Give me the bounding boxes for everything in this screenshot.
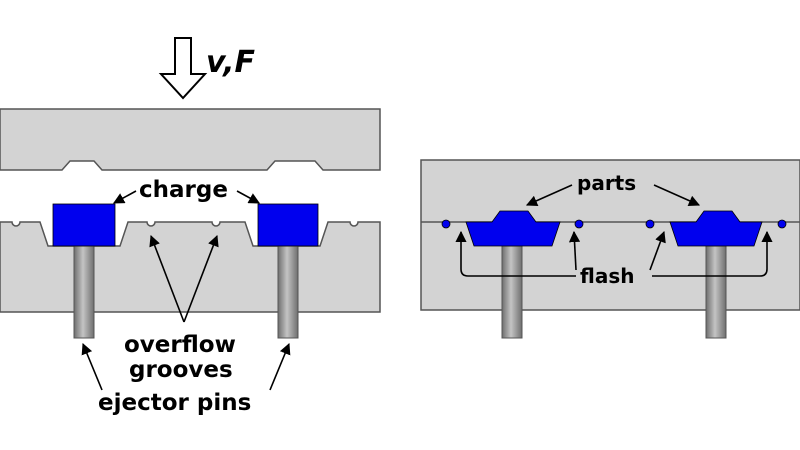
flash-arrow-outer-right <box>652 230 773 277</box>
flash-bead <box>574 219 584 229</box>
grooves-arrow-right <box>183 234 219 323</box>
ejector-pin-right <box>277 245 299 339</box>
force-arrow-icon <box>158 37 208 100</box>
flash-bead <box>645 219 655 229</box>
flash-arrow-outer-left <box>455 230 576 277</box>
pins-arrow-left <box>81 342 103 391</box>
upper-mold-half <box>0 108 381 171</box>
parts-arrow-left <box>525 184 573 207</box>
flash-arrow-inner-right <box>649 230 666 271</box>
ejector-pins-label: ejector pins <box>98 390 251 416</box>
part-left <box>465 210 561 247</box>
charge-arrow-right <box>236 190 260 204</box>
closed-mold: parts flash <box>420 159 800 339</box>
ejector-pin-closed-left <box>501 245 523 339</box>
ejector-pin-closed-right <box>705 245 727 339</box>
ejector-pin-left <box>73 245 95 339</box>
flash-bead <box>441 219 451 229</box>
flash-bead <box>777 219 787 229</box>
parts-label: parts <box>577 171 636 195</box>
force-label: v,F <box>206 45 256 80</box>
open-mold: v,F charge overflow grooves ejector pins <box>0 37 381 416</box>
charge-left <box>52 203 116 247</box>
grooves-arrow-left <box>149 234 185 323</box>
pins-arrow-right <box>269 342 291 391</box>
charge-label: charge <box>139 177 228 203</box>
charge-arrow-left <box>113 190 137 204</box>
part-right <box>669 210 763 247</box>
flash-label: flash <box>580 264 634 288</box>
parts-arrow-right <box>653 184 701 207</box>
grooves-label: grooves <box>129 357 233 383</box>
flash-arrow-inner-left <box>568 230 581 271</box>
overflow-label: overflow <box>124 332 236 358</box>
charge-right <box>257 203 319 247</box>
